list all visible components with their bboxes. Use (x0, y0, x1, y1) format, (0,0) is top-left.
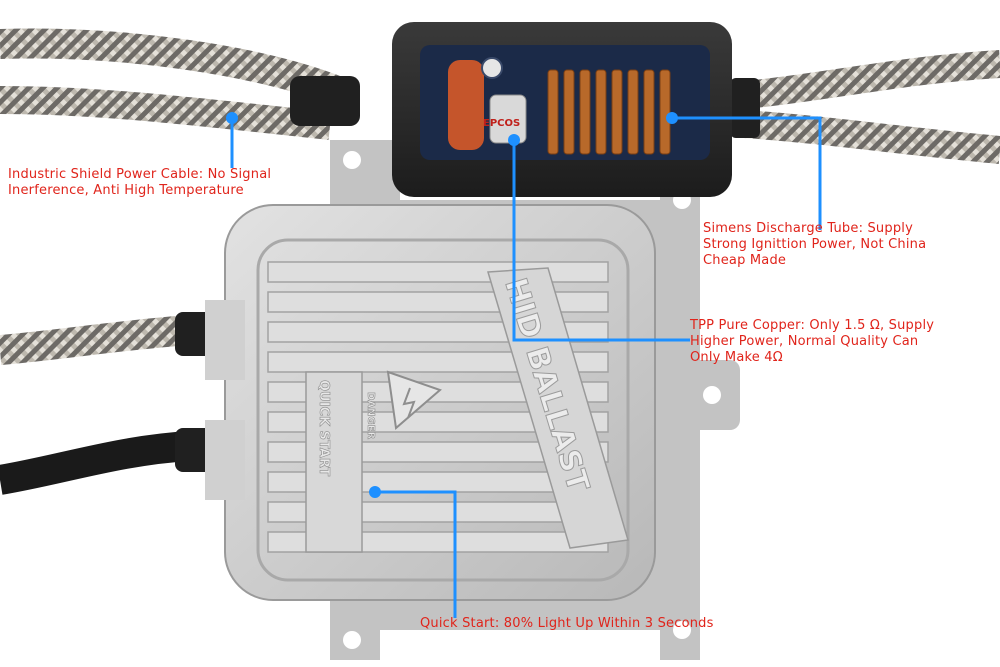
quick-start-mark: QUICK START (316, 380, 331, 476)
ballast-title-panel (487, 267, 629, 549)
igniter-box: EPCOS (392, 22, 732, 197)
copper-annotation-line2: Higher Power, Normal Quality Can (690, 334, 919, 349)
black-power-cable (0, 431, 191, 495)
copper-coil (547, 69, 671, 155)
tube-annotation: Simens Discharge Tube: Supply Strong Ign… (703, 221, 926, 269)
capacitor (448, 60, 484, 150)
tube-annotation-line1: Simens Discharge Tube: Supply (703, 221, 913, 236)
warning-triangle-icon (386, 370, 442, 430)
tube-annotation-line2: Strong Ignittion Power, Not China (703, 237, 927, 252)
cable-annotation-line1: Industric Shield Power Cable: No Signal (8, 167, 272, 182)
callout-lines (230, 116, 822, 618)
danger-mark: DANGER (365, 392, 376, 439)
copper-annotation-line3: Only Make 4Ω (690, 350, 783, 365)
tube-annotation-line3: Cheap Made (703, 253, 787, 268)
copper-annotation: TPP Pure Copper: Only 1.5 Ω, Supply High… (690, 318, 934, 366)
capacitor-marking: EPCOS (483, 118, 520, 129)
copper-annotation-line1: TPP Pure Copper: Only 1.5 Ω, Supply (690, 318, 935, 333)
quick-start-annotation: Quick Start: 80% Light Up Within 3 Secon… (420, 616, 714, 632)
quick-start-panel (305, 371, 363, 553)
quick-start-annotation-line1: Quick Start: 80% Light Up Within 3 Secon… (420, 616, 714, 631)
cable-annotation: Industric Shield Power Cable: No Signal … (8, 167, 271, 199)
callout-dots (226, 112, 678, 498)
cable-annotation-line2: Inerference, Anti High Temperature (8, 183, 244, 198)
